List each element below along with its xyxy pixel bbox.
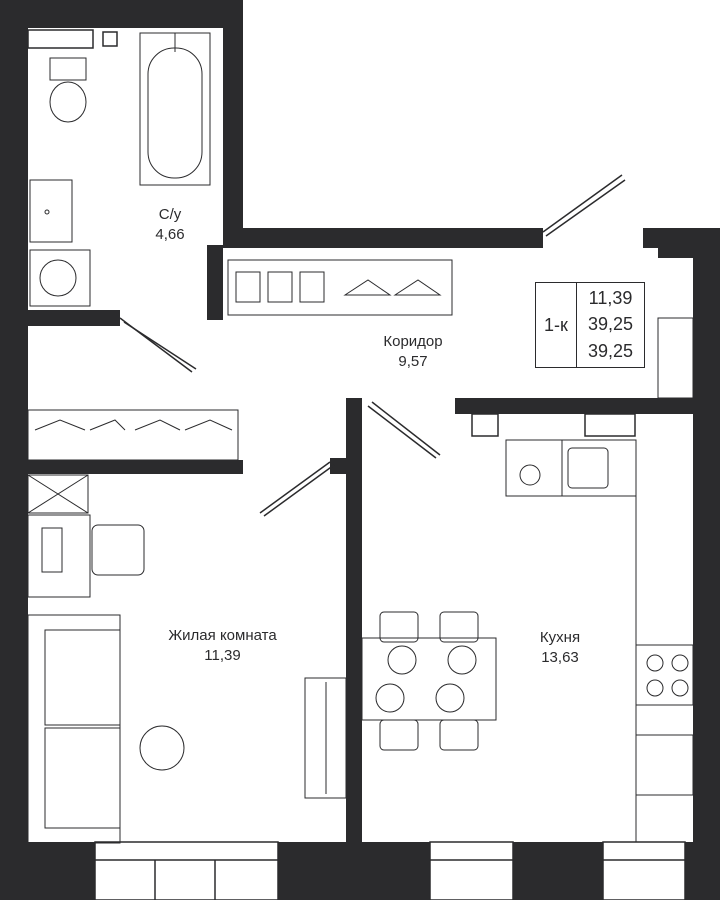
wall-living-kitchen bbox=[346, 398, 362, 842]
window-kitchen-2 bbox=[602, 841, 686, 900]
wall-bath-corridor bbox=[207, 245, 223, 320]
door-kitchen bbox=[371, 401, 441, 456]
area-living: 11,39 bbox=[588, 287, 633, 308]
window-living bbox=[94, 841, 279, 900]
room-label-bathroom: С/у 4,66 bbox=[130, 205, 210, 245]
wall-bottom-right bbox=[685, 842, 720, 900]
room-label-kitchen: Кухня 13,63 bbox=[520, 628, 600, 668]
chair bbox=[91, 524, 145, 576]
room-area: 9,57 bbox=[398, 353, 428, 370]
wall-bottom-mid2 bbox=[513, 842, 603, 900]
wall-left bbox=[0, 0, 28, 900]
room-area: 13,63 bbox=[541, 649, 579, 666]
wall-right bbox=[693, 228, 720, 900]
wall-partition-stub bbox=[330, 458, 346, 474]
coffee-table bbox=[139, 725, 185, 771]
corridor-wardrobe bbox=[227, 259, 453, 316]
window-bath-frame bbox=[102, 31, 118, 47]
window-kitchen-top bbox=[471, 413, 499, 437]
room-label-living: Жилая комната 11,39 bbox=[150, 626, 295, 666]
room-label-corridor: Коридор 9,57 bbox=[363, 332, 463, 372]
window-bath bbox=[27, 29, 94, 49]
hall-wardrobe bbox=[27, 409, 239, 461]
furniture bbox=[27, 32, 694, 844]
room-name: С/у bbox=[158, 206, 182, 223]
sofa bbox=[27, 614, 121, 844]
area-total-2: 39,25 bbox=[587, 341, 634, 362]
wall-corridor-top-left bbox=[223, 228, 543, 248]
room-area: 11,39 bbox=[204, 647, 241, 664]
door-entrance bbox=[542, 174, 623, 233]
desk bbox=[27, 514, 91, 598]
washing-machine bbox=[29, 249, 91, 307]
kitchen-counter-top bbox=[505, 439, 637, 497]
toilet bbox=[49, 57, 87, 81]
kitchen-stove bbox=[635, 644, 694, 706]
window-kitchen-top2 bbox=[584, 413, 636, 437]
doors bbox=[119, 174, 626, 517]
shoe-rack bbox=[657, 317, 694, 399]
wall-bath-bottom bbox=[28, 310, 120, 326]
door-living bbox=[259, 461, 331, 514]
apartment-type: 1-к bbox=[536, 283, 577, 367]
tv-stand bbox=[304, 677, 347, 799]
wall-bathroom-right bbox=[223, 0, 243, 245]
wall-kitchen-top bbox=[455, 398, 693, 414]
room-area: 4,66 bbox=[155, 226, 185, 243]
window-kitchen-1 bbox=[429, 841, 514, 900]
storage-box bbox=[27, 474, 89, 514]
wall-bottom-mid bbox=[278, 842, 430, 900]
room-name: Коридор bbox=[383, 333, 443, 350]
sink bbox=[29, 179, 73, 243]
dining-table bbox=[361, 637, 497, 721]
wall-top-left bbox=[0, 0, 243, 28]
room-name: Жилая комната bbox=[168, 627, 277, 644]
apartment-summary: 1-к 11,39 39,25 39,25 bbox=[535, 282, 645, 368]
wall-wardrobe-bottom bbox=[28, 460, 243, 474]
area-values: 11,39 39,25 39,25 bbox=[577, 283, 644, 367]
area-total: 39,25 bbox=[587, 314, 634, 335]
windows bbox=[27, 29, 686, 900]
room-name: Кухня bbox=[539, 629, 581, 646]
wall-bottom-left bbox=[0, 842, 95, 900]
fridge bbox=[635, 734, 694, 796]
